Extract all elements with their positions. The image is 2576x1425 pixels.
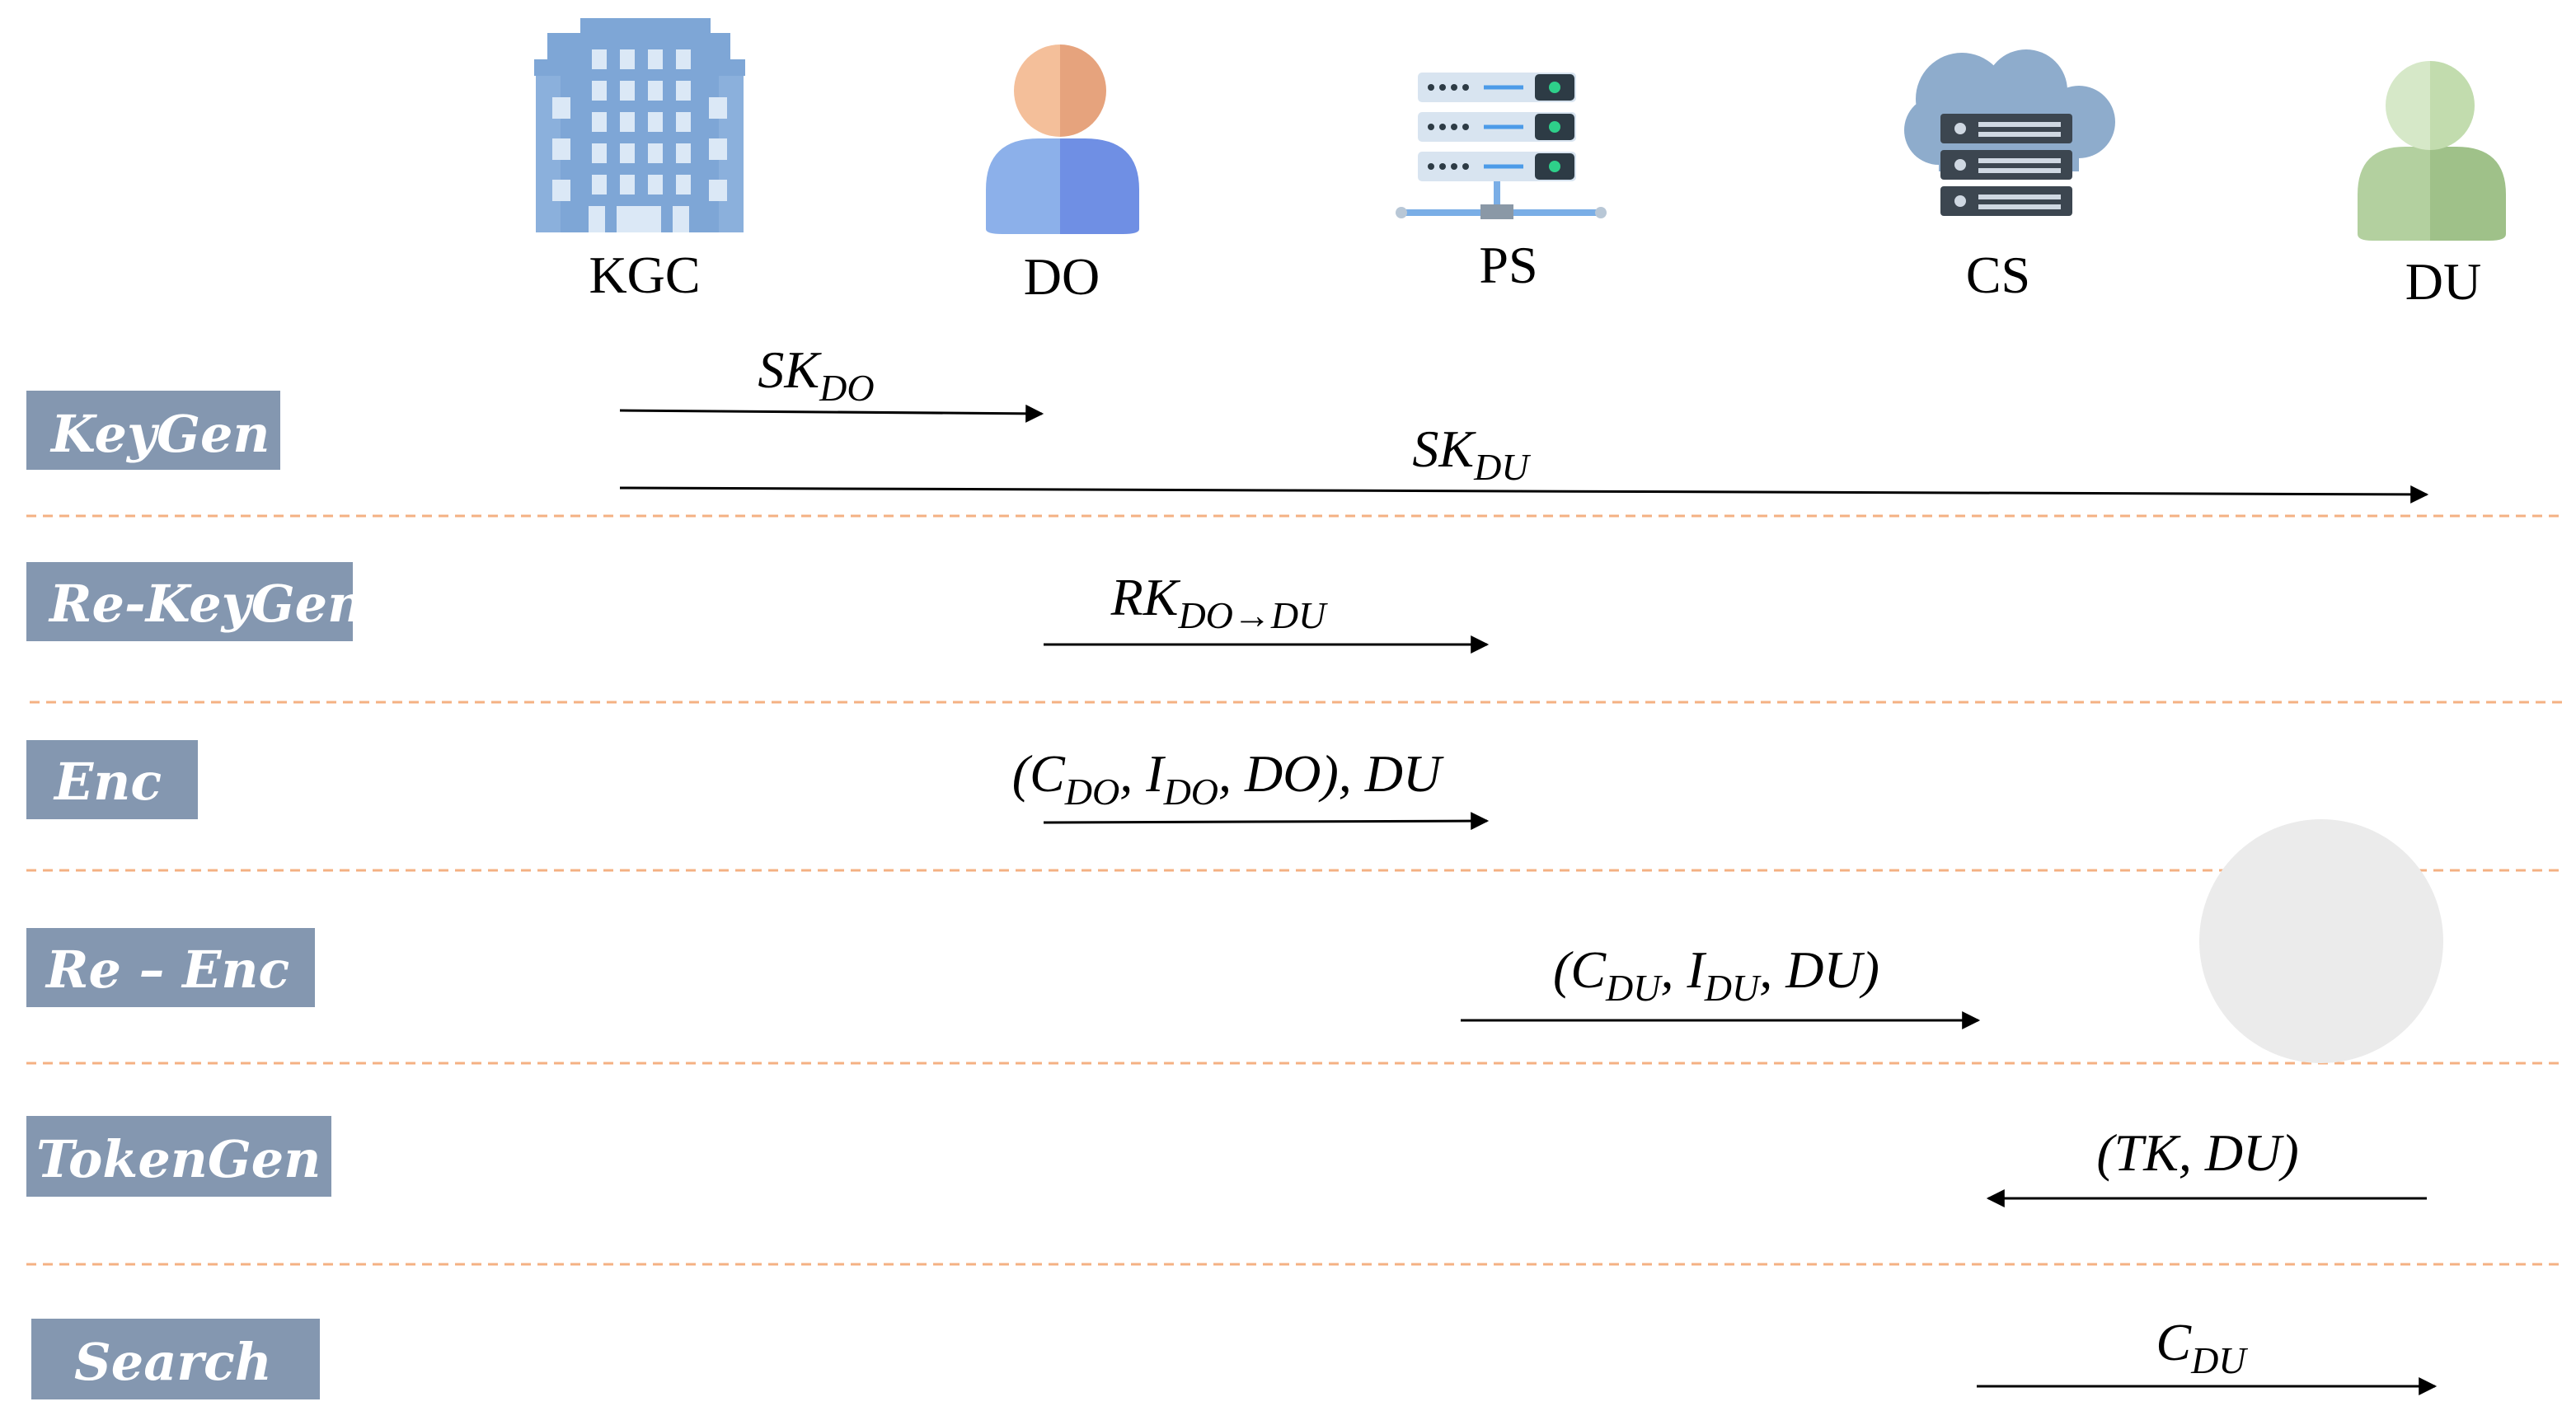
phase-search: Search (31, 1319, 320, 1399)
message-text: C (2156, 1313, 2192, 1371)
entity-label-du: DU (2405, 252, 2481, 311)
subscript: DU (1704, 967, 1762, 1009)
message-text: (TK, DU) (2096, 1123, 2298, 1182)
message-text: , DO), DU (1218, 744, 1444, 803)
phase-box (26, 740, 198, 819)
label-search-result: CDU (2156, 1313, 2248, 1381)
arrow-kgc-to-do (619, 404, 1044, 423)
phase-separators (26, 514, 2563, 1266)
user-icon (986, 45, 1139, 234)
subscript: DU (1605, 967, 1663, 1009)
label-sk-do: SKDO (758, 340, 874, 409)
phase-reenc: Re – Enc (26, 928, 315, 1007)
arrow-do-to-ps-enc (1043, 812, 1490, 831)
phase-box (26, 391, 280, 470)
phase-keygen: KeyGen (26, 391, 280, 470)
phase-label: Search (74, 1332, 272, 1392)
entity-label-kgc: KGC (589, 246, 700, 304)
phase-box (26, 562, 353, 641)
phase-box (26, 928, 315, 1007)
message-text: RK (1110, 568, 1181, 626)
message-text: , I (1660, 940, 1706, 999)
subscript: DO (1064, 771, 1119, 813)
entity-label-cs: CS (1966, 246, 2030, 304)
user-icon (2358, 61, 2506, 241)
phase-label: Enc (53, 752, 162, 812)
phase-label: KeyGen (49, 404, 270, 464)
subscript: DU (2190, 1339, 2248, 1381)
label-token: (TK, DU) (2096, 1123, 2298, 1182)
arrow-kgc-to-du (619, 485, 2429, 504)
phase-enc: Enc (26, 740, 198, 819)
message-text: SK (1412, 420, 1476, 478)
building-icon (534, 18, 745, 232)
entity-label-do: DO (1024, 247, 1100, 306)
phase-rekeygen: Re-KeyGen (26, 562, 364, 641)
entity-label-ps: PS (1479, 236, 1537, 294)
message-text: SK (758, 340, 822, 399)
subscript: DU (1473, 446, 1531, 488)
server-icon (1396, 73, 1607, 219)
phase-tokengen: TokenGen (26, 1116, 331, 1197)
background-circle (2199, 819, 2443, 1063)
message-text: , I (1119, 744, 1166, 803)
label-enc-ciphertext: (CDO, IDO, DO), DU (1012, 744, 1444, 813)
message-arrows (619, 404, 2438, 1395)
subscript: DO (1163, 771, 1218, 813)
phase-box (31, 1319, 320, 1399)
message-text: , DU) (1759, 940, 1879, 999)
phase-box (26, 1116, 331, 1197)
label-reenc-ciphertext: (CDU, IDU, DU) (1553, 940, 1879, 1009)
label-sk-du: SKDU (1412, 420, 1531, 488)
phase-label: TokenGen (36, 1129, 321, 1189)
cloud-server-icon (1904, 49, 2115, 216)
label-rk-do-du: RKDO→DU (1110, 568, 1328, 636)
phase-label: Re-KeyGen (48, 574, 364, 634)
message-text: (C (1012, 744, 1066, 803)
subscript: DO→DU (1177, 594, 1328, 636)
phase-label: Re – Enc (45, 940, 289, 1000)
subscript: DO (819, 367, 874, 409)
message-text: (C (1553, 940, 1607, 999)
